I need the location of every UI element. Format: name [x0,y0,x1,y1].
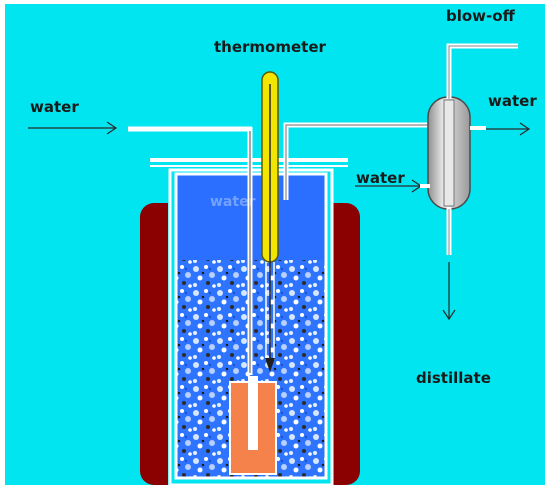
label-thermometer: thermometer [214,38,327,56]
label-water-inlet: water [30,98,79,116]
water-out-arrowhead [519,122,531,136]
thermometer-bulb [265,358,275,372]
condenser-inner-tube [443,99,455,207]
label-water-condenser-in: water [356,169,405,187]
distillate-arrowhead [442,309,456,321]
water-inlet-arrowhead [106,121,118,135]
label-blow-off: blow-off [446,7,516,25]
vapor-pipe-core [285,124,432,200]
sample-well [248,376,258,450]
blow-off-pipe-core [448,45,518,99]
label-distillate: distillate [416,369,491,387]
label-water-in-vessel: water [210,194,256,210]
label-water-out: water [488,92,537,110]
